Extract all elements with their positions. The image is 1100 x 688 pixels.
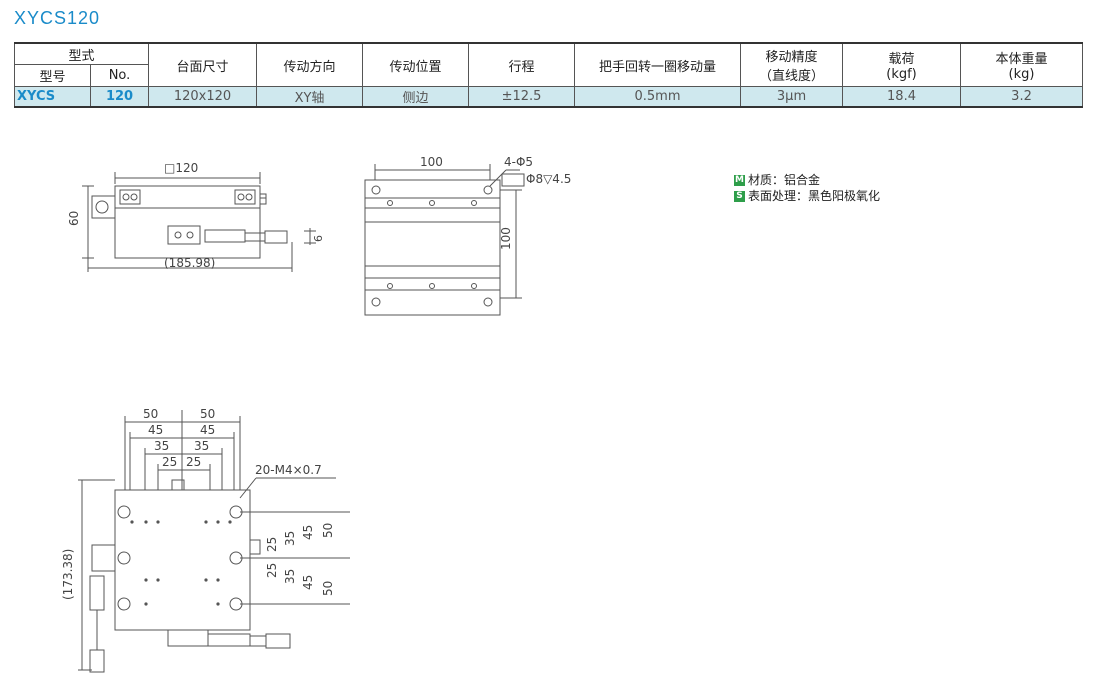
cell-stroke: ±12.5 [468,86,576,108]
header-travel-per-rev: 把手回转一圈移动量 [574,42,742,87]
surface-badge: S [734,190,745,202]
header-load-label: 载荷 [888,52,915,67]
plan-d50-right: 50 [200,407,215,421]
plan-d50-left: 50 [143,407,158,421]
plan-d35-left: 35 [154,439,169,453]
header-accuracy: 移动精度 （直线度） [740,42,844,87]
plan-d25-right: 25 [186,455,201,469]
side-total-label: (185.98) [164,256,215,270]
spec-table: 型式 台面尺寸 传动方向 传动位置 行程 把手回转一圈移动量 移动精度 （直线度… [13,42,1084,108]
plan-d45-left: 45 [148,423,163,437]
top-view-drawing: 100 4-Φ5 Φ8▽4.5 100 [364,155,571,316]
header-model-group: 型式 [13,42,150,65]
plan-d35-right: 35 [194,439,209,453]
header-load: 载荷 (kgf) [842,42,962,87]
top-width-label: 100 [420,155,443,169]
plan-v50-bottom: 50 [321,581,335,596]
cell-travel-per-rev: 0.5mm [574,86,742,108]
side-small-label: 6 [312,235,325,242]
plan-d45-right: 45 [200,423,215,437]
top-counterbore-label: Φ8▽4.5 [526,172,571,186]
cell-model: XYCS [14,86,91,108]
page-title: XYCS120 [14,8,101,28]
top-holes-label: 4-Φ5 [504,155,533,169]
header-load-unit: (kgf) [886,67,917,82]
plan-v45-bottom: 45 [301,575,315,590]
material-text: 材质：铝合金 [748,173,821,187]
cell-accuracy: 3μm [740,86,844,108]
header-weight-unit: (kg) [1008,67,1035,82]
header-no: No. [89,64,150,87]
cell-weight: 3.2 [960,86,1084,108]
plan-v35-top: 35 [283,531,297,546]
header-table-size: 台面尺寸 [148,42,258,87]
header-drive-direction: 传动方向 [256,42,364,87]
plan-v50-top: 50 [321,523,335,538]
plan-taps-label: 20-M4×0.7 [255,463,322,477]
plan-total-label: (173.38) [61,549,75,600]
plan-v25-top: 25 [265,537,279,552]
header-accuracy-unit: （直线度） [759,69,825,84]
cell-drive-direction: XY轴 [256,86,364,108]
side-top-dim-label: □120 [164,161,198,175]
side-height-label: 60 [67,211,81,226]
surface-note: S 表面处理：黑色阳极氧化 [734,188,880,204]
surface-text: 表面处理：黑色阳极氧化 [748,189,881,203]
header-model: 型号 [14,64,91,87]
header-drive-position: 传动位置 [362,42,470,87]
header-stroke: 行程 [468,42,576,87]
header-weight-label: 本体重量 [995,52,1048,67]
cell-load: 18.4 [842,86,962,108]
header-weight: 本体重量 (kg) [960,42,1084,87]
plan-v45-top: 45 [301,525,315,540]
side-view-drawing: □120 60 6 (185.98) [67,161,325,272]
header-accuracy-label: 移动精度 [765,50,818,65]
top-height-label: 100 [499,227,513,250]
plan-view-drawing: 50 50 45 45 35 35 25 25 20-M4×0.7 (173.3… [61,407,350,673]
table-row: XYCS 120 120x120 XY轴 侧边 ±12.5 0.5mm 3μm … [14,86,1084,108]
plan-d25-left: 25 [162,455,177,469]
cell-no: 120 [89,86,150,108]
spec-notes: M 材质：铝合金 S 表面处理：黑色阳极氧化 [734,172,880,204]
plan-v25-bottom: 25 [265,563,279,578]
cell-drive-position: 侧边 [362,86,470,108]
cell-table-size: 120x120 [148,86,258,108]
material-badge: M [734,174,745,186]
plan-v35-bottom: 35 [283,569,297,584]
material-note: M 材质：铝合金 [734,172,880,188]
